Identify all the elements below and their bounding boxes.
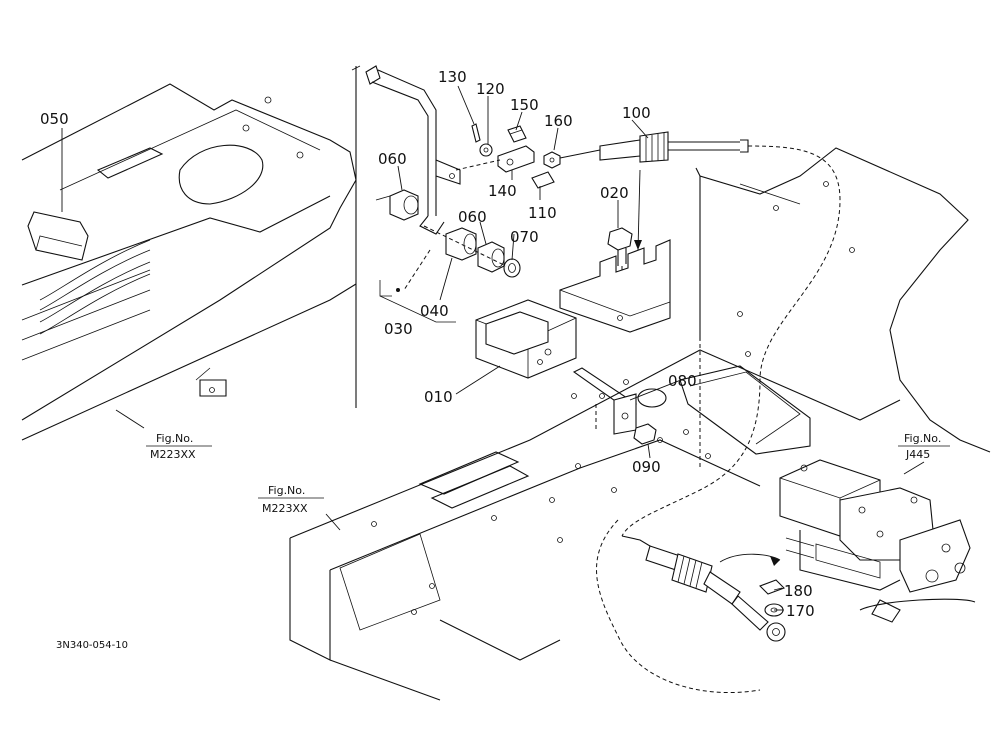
washer-120 — [479, 143, 493, 157]
part-label-020: 020 — [600, 184, 629, 202]
yoke-140 — [497, 145, 535, 173]
bushing-left — [375, 189, 419, 221]
clip-150 — [507, 125, 527, 143]
part-label-120: 120 — [476, 80, 505, 98]
control-cable-top — [559, 131, 841, 537]
drawing-code: 3N340-054-10 — [56, 640, 128, 651]
pin-130 — [471, 123, 481, 143]
dashed-panel-outline — [596, 176, 761, 694]
pin-110 — [531, 171, 555, 189]
rod-080 — [572, 367, 637, 435]
part-label-100: 100 — [622, 104, 651, 122]
bolt-090 — [633, 423, 657, 445]
lever-assembly — [365, 65, 461, 323]
part-label-150: 150 — [510, 96, 539, 114]
part-label-040: 040 — [420, 302, 449, 320]
part-label-070: 070 — [510, 228, 539, 246]
part-label-030: 030 — [384, 320, 413, 338]
figure-ref-title: Fig.No. — [156, 432, 193, 445]
figure-ref-title: Fig.No. — [904, 432, 941, 445]
part-label-160: 160 — [544, 112, 573, 130]
figure-ref-right: Fig.No. J445 — [898, 432, 950, 461]
figure-ref-code: M223XX — [150, 448, 196, 461]
right-upright-panel — [695, 147, 991, 453]
part-label-180: 180 — [784, 582, 813, 600]
part-label-110: 110 — [528, 204, 557, 222]
bracket-010 — [475, 169, 671, 379]
part-label-080: 080 — [668, 372, 697, 390]
figure-ref-center: Fig.No. M223XX — [258, 484, 324, 515]
bushing-060-right — [477, 241, 505, 273]
nut-160 — [543, 151, 561, 169]
part-label-090: 090 — [632, 458, 661, 476]
pedal-part — [27, 211, 89, 261]
part-label-010: 010 — [424, 388, 453, 406]
floor-plate — [289, 349, 901, 701]
part-label-060: 060 — [378, 150, 407, 168]
frame-sheet — [351, 65, 361, 408]
left-floor-panel — [21, 83, 357, 441]
part-label-130: 130 — [438, 68, 467, 86]
figure-ref-code: J445 — [905, 448, 930, 461]
leader-lines — [61, 85, 925, 611]
part-label-140: 140 — [488, 182, 517, 200]
nut-180 — [759, 579, 785, 595]
part-label-050: 050 — [40, 110, 69, 128]
bushing-040 — [445, 227, 477, 261]
part-labels: 050 130 120 150 100 160 060 140 110 020 … — [40, 68, 815, 620]
figure-ref-left: Fig.No. M223XX — [146, 432, 212, 461]
figure-ref-title: Fig.No. — [268, 484, 305, 497]
valve-block — [779, 459, 976, 623]
washer-070 — [503, 258, 521, 278]
figure-ref-code: M223XX — [262, 502, 308, 515]
control-cable-bottom — [621, 535, 786, 642]
part-label-170: 170 — [786, 602, 815, 620]
part-label-060b: 060 — [458, 208, 487, 226]
